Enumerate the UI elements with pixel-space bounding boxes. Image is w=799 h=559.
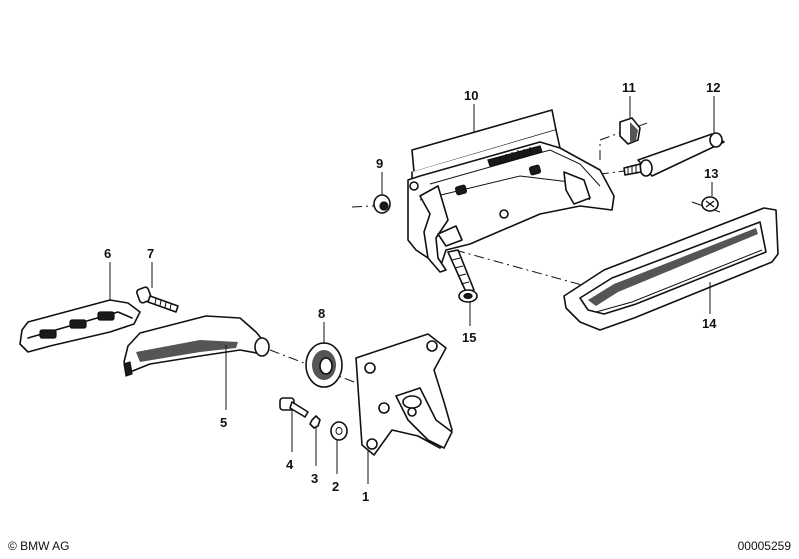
label-12: 12 — [706, 80, 720, 95]
label-9: 9 — [376, 156, 383, 171]
part-13-screw — [701, 182, 719, 212]
label-13: 13 — [704, 166, 718, 181]
label-4: 4 — [286, 457, 294, 472]
label-8: 8 — [318, 306, 325, 321]
part-9-nut — [373, 172, 391, 214]
part-4-bolt — [279, 397, 309, 452]
part-3-lock-washer — [309, 415, 321, 466]
document-number: 00005259 — [737, 539, 791, 553]
label-10: 10 — [464, 88, 478, 103]
housing-ribs — [487, 145, 543, 167]
copyright-text: © BMW AG — [8, 539, 70, 553]
part-15-screw — [447, 249, 478, 326]
label-6: 6 — [104, 246, 111, 261]
label-5: 5 — [220, 415, 227, 430]
part-7-screw — [136, 262, 179, 313]
label-15: 15 — [462, 330, 476, 345]
label-11: 11 — [622, 80, 636, 95]
part-6-handle-cover — [19, 262, 141, 353]
part-1-bracket — [355, 333, 453, 484]
part-14-trim-frame — [563, 207, 779, 331]
part-2-washer — [330, 421, 348, 474]
part-5-grab-handle — [123, 315, 270, 410]
part-12-rod — [623, 96, 725, 177]
label-3: 3 — [311, 471, 318, 486]
label-2: 2 — [332, 479, 339, 494]
part-10-console-housing — [407, 104, 615, 273]
label-7: 7 — [147, 246, 154, 261]
part-11-clip — [619, 96, 641, 145]
label-14: 14 — [702, 316, 717, 331]
part-8-ring — [305, 322, 343, 388]
callout-labels: 1 2 3 4 5 6 7 8 9 10 11 12 13 14 15 — [104, 80, 720, 504]
label-1: 1 — [362, 489, 369, 504]
